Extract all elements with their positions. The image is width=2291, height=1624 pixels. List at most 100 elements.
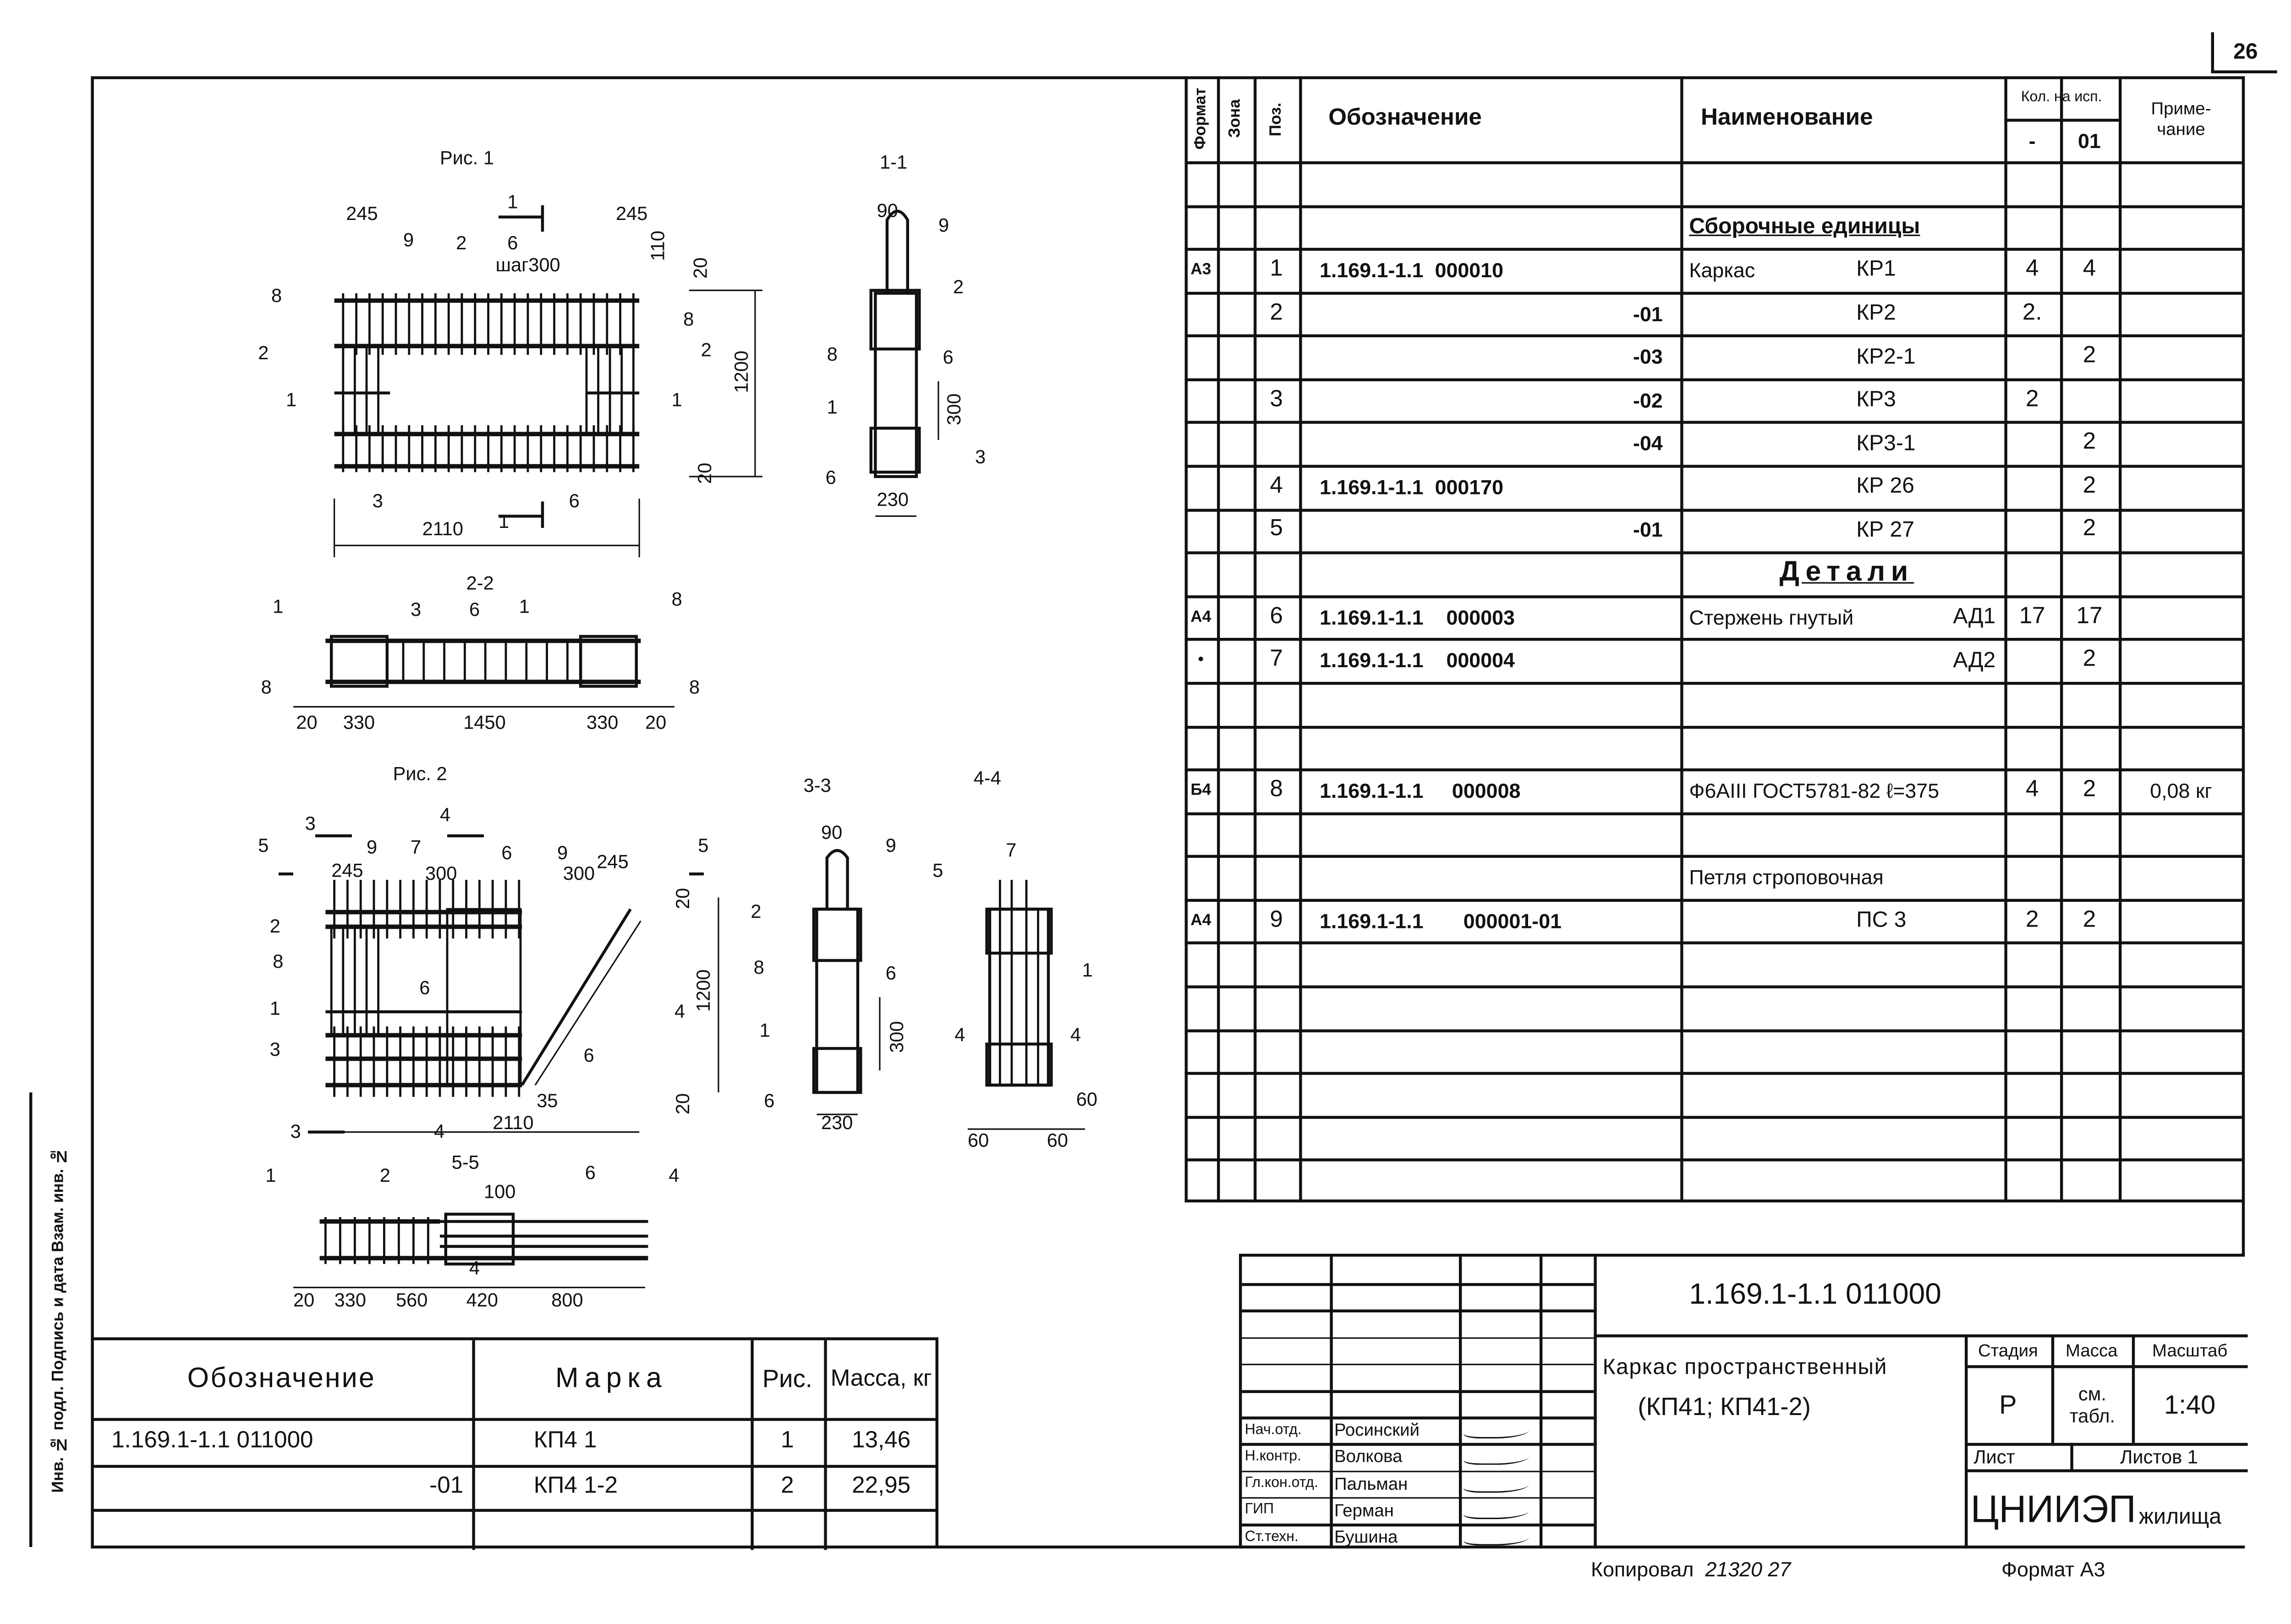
drawing-label: 245 — [331, 860, 363, 881]
sheet-label: Лист — [1973, 1446, 2015, 1468]
frame-top — [91, 76, 2245, 79]
drawing-label: 35 — [537, 1090, 558, 1111]
header-note: Приме-чание — [2151, 98, 2211, 139]
organization-sub: жилища — [2139, 1504, 2221, 1530]
column-rule — [1594, 1256, 1596, 1549]
drawing-label: 20 — [645, 711, 666, 733]
row-rule — [1965, 1365, 2248, 1367]
header-zone: Зона — [1226, 99, 1244, 138]
drawing-label: 1200 — [730, 351, 752, 393]
drawing-label: 20 — [672, 888, 693, 909]
mark-cell: КР3 — [1856, 387, 1896, 412]
row-rule — [1242, 1416, 1594, 1419]
signature-mark — [1462, 1476, 1533, 1492]
qty-01-cell: 4 — [2083, 256, 2096, 282]
rebar-frame — [812, 1047, 862, 1094]
stage-label: Стадия — [1978, 1340, 2038, 1361]
drawing-label: 8 — [683, 308, 694, 329]
drawing-label: 2 — [270, 915, 280, 937]
drawing-label: 6 — [469, 598, 480, 620]
row-rule — [1184, 768, 2243, 772]
signature-role: Гл.кон.отд. — [1244, 1475, 1318, 1492]
rebar-frame — [579, 635, 638, 688]
column-rule — [2070, 1443, 2073, 1470]
sheets-count: Листов 1 — [2120, 1446, 2198, 1468]
drawing-label: 2 — [701, 339, 712, 361]
row-rule — [1242, 1497, 1594, 1499]
spec-row — [1185, 985, 2243, 1029]
row-rule — [1184, 465, 2243, 468]
drawing-label: 3 — [373, 490, 383, 511]
row-rule — [1184, 551, 2243, 555]
drawing-label: 4-4 — [974, 767, 1001, 789]
drawing-label: 2 — [456, 232, 466, 253]
signature-role: Ст.техн. — [1244, 1529, 1299, 1545]
format-cell: А3 — [1190, 261, 1211, 279]
frame-left — [91, 76, 94, 1549]
name-cell: Каркас — [1689, 258, 1755, 282]
signature-role: ГИП — [1244, 1502, 1274, 1519]
drawing-label: 6 — [501, 842, 512, 863]
drawing-label: 4 — [954, 1024, 965, 1045]
pos-cell: 8 — [1270, 777, 1283, 802]
row-rule — [1184, 985, 2243, 988]
row-rule — [1184, 899, 2243, 902]
signature-mark — [1462, 1449, 1533, 1466]
qty-cell: 17 — [2019, 604, 2045, 629]
drawing-label: 1 — [519, 596, 530, 617]
mark-cell: КР1 — [1856, 257, 1896, 282]
drawing-label: 9 — [367, 836, 377, 857]
designation-suffix-cell: -03 — [1633, 345, 1663, 368]
drawing-label: 1 — [499, 510, 509, 532]
column-rule — [1459, 1256, 1461, 1549]
designation-cell: 1.169.1-1.1 000008 — [1320, 778, 1521, 802]
drawing-label: 2 — [258, 342, 269, 363]
designation-cell: 1.169.1-1.1 000010 — [1320, 258, 1504, 282]
drawing-label: 8 — [754, 956, 764, 978]
drawing-label: 4 — [434, 1120, 444, 1142]
row-rule — [1184, 595, 2243, 598]
scale-label: Масштаб — [2152, 1340, 2228, 1361]
qty-01-cell: 2 — [2083, 516, 2096, 542]
section-heading: Сборочные единицы — [1689, 214, 1920, 239]
drawing-label: 90 — [821, 821, 842, 843]
page-number-box: 26 — [2211, 32, 2277, 73]
drawing-label: 3 — [290, 1120, 301, 1142]
spec-row: Сборочные единицы — [1185, 205, 2243, 248]
qty-cell: 4 — [2025, 777, 2039, 802]
row-rule — [1242, 1443, 1594, 1446]
drawing-label: 90 — [877, 200, 898, 221]
pos-cell: 2 — [1270, 300, 1283, 325]
drawing-label: 230 — [877, 488, 909, 510]
frame-bottom — [91, 1545, 2245, 1549]
designation-suffix-cell: -04 — [1633, 431, 1663, 455]
side-strip-line — [29, 1092, 33, 1547]
drawing-label: 20 — [689, 258, 711, 279]
column-rule — [751, 1340, 753, 1550]
row-rule — [1184, 1072, 2243, 1075]
row-rule — [1965, 1469, 2248, 1472]
rebar-frame — [874, 291, 918, 478]
header-figure: Рис. — [762, 1364, 812, 1393]
row-rule — [1184, 248, 2243, 251]
row-rule — [1242, 1363, 1594, 1366]
rebar-frame — [869, 289, 921, 351]
drawing-label: 3 — [305, 812, 316, 834]
row-rule — [1184, 638, 2243, 642]
spec-row: Детали — [1185, 552, 2243, 595]
drawing-label: 6 — [584, 1044, 594, 1066]
spec-row — [1185, 1159, 2243, 1202]
drawing-label: 2110 — [493, 1112, 533, 1133]
drawing-label: 300 — [886, 1021, 907, 1053]
drawing-label: 245 — [346, 203, 378, 224]
row-rule — [1184, 378, 2243, 381]
drawing-label: 330 — [586, 711, 618, 733]
mass-label: Масса — [2066, 1340, 2118, 1361]
drawing-label: 60 — [968, 1129, 989, 1151]
spec-row — [1185, 725, 2243, 769]
drawing-label: 420 — [466, 1289, 498, 1311]
drawing-label: 60 — [1076, 1088, 1097, 1110]
